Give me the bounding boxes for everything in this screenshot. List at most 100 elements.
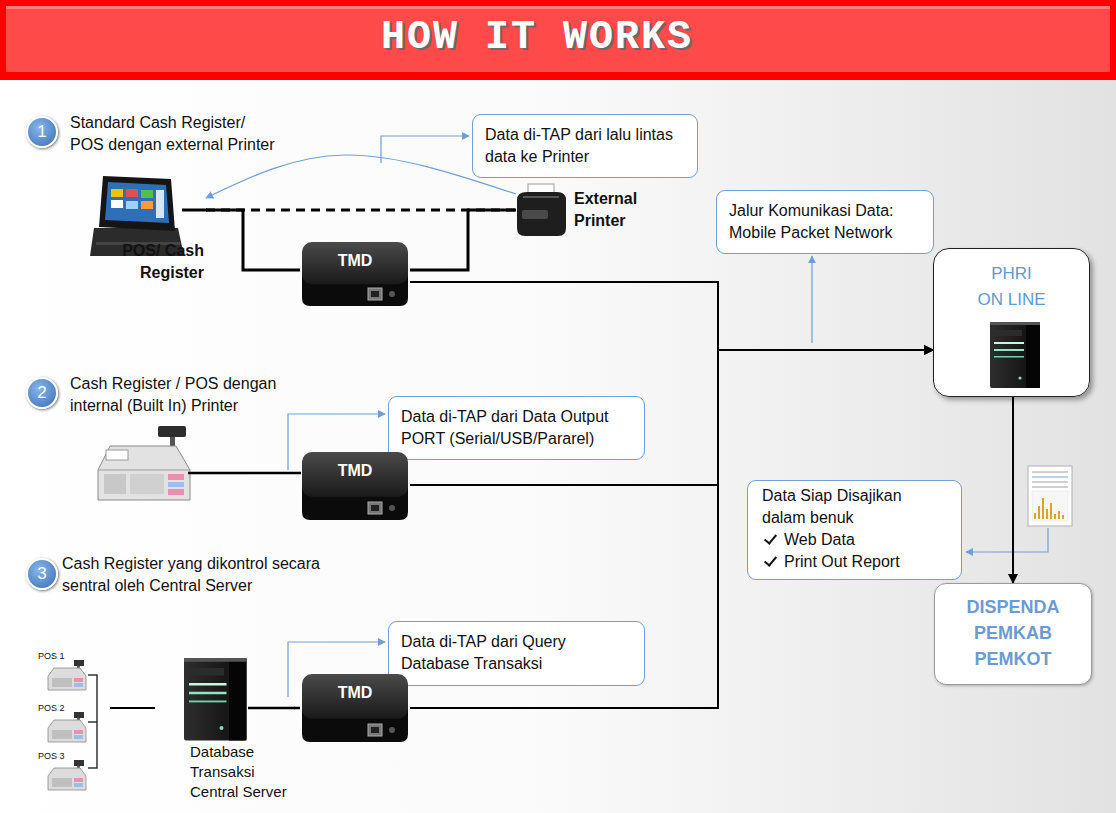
tap-device: TMD (300, 450, 410, 522)
node-text: DISPENDA PEMKAB PEMKOT (953, 594, 1073, 672)
node-text: TMD (300, 672, 410, 702)
node-text: 1 (28, 118, 56, 146)
pos-terminal-art (141, 201, 153, 209)
pos-terminal-art (111, 200, 123, 208)
title-banner (0, 0, 1116, 80)
device-body (368, 724, 382, 736)
pos-terminal-art (126, 189, 138, 197)
node-text: TMD (300, 450, 410, 480)
cash-register-art (130, 474, 164, 494)
node-text: POS/ Cash Register (88, 240, 204, 284)
external-printer: External Printer (516, 182, 642, 238)
node-text: Data Siap Disajikan dalam benuk (762, 485, 932, 529)
pos-terminal-art (111, 189, 123, 197)
device-body (371, 505, 379, 511)
device-body (389, 505, 395, 511)
cash-register-art (158, 426, 186, 437)
device-body (300, 240, 410, 308)
cash-register-art (168, 474, 184, 480)
report-chart-art (1032, 476, 1068, 478)
server-art-online (990, 322, 1040, 388)
ground (0, 80, 1116, 813)
device-label: POS 2 (38, 703, 82, 714)
cash-register-art (106, 450, 128, 460)
report-chart-art (1035, 498, 1063, 519)
report-chart-art (1028, 466, 1072, 526)
output-box: Data Siap Disajikan dalam benukWeb DataP… (747, 480, 962, 580)
bracket-wire (110, 707, 155, 709)
database-server-art (184, 658, 247, 741)
cash-register-art (168, 482, 184, 487)
device-body (371, 727, 379, 733)
report-chart-art (1028, 466, 1072, 526)
tap-device: TMD (300, 672, 410, 744)
pos-terminal: POS/ Cash Register (88, 172, 206, 286)
node-text: TMD (300, 240, 410, 270)
server-box: PHRI ON LINE (933, 248, 1090, 397)
pos-terminal-art (99, 176, 175, 231)
bracket-wire (88, 675, 155, 768)
device-body (371, 291, 379, 297)
leader-line (966, 528, 1048, 552)
title-banner (0, 0, 1116, 80)
callout-number: 2 (26, 377, 58, 409)
report-chart-art (1032, 486, 1068, 488)
device-body (368, 502, 382, 514)
cash-register-art (104, 474, 126, 494)
data-cable (410, 210, 516, 270)
printer-art (522, 210, 548, 219)
server-art-online (990, 322, 1040, 388)
callout-box: Data di-TAP dari Query Database Transaks… (388, 621, 645, 686)
case-label: Standard Cash Register/ POS dengan exter… (70, 112, 278, 156)
device-body (300, 672, 410, 744)
printer-art (517, 184, 566, 236)
callout-number: 1 (26, 116, 58, 148)
bracket-wire (88, 675, 97, 768)
device-label: POS 1 (38, 651, 82, 662)
node-text: PHRI ON LINE (977, 261, 1047, 313)
printer-art (517, 192, 566, 236)
node-text: Database Transaksi Central Server (190, 742, 290, 802)
mini-cash-registers (48, 760, 86, 790)
device-wire (248, 707, 295, 710)
check-item: Web Data (784, 529, 949, 551)
node-text: Data di-TAP dari Data Output PORT (Seria… (401, 406, 632, 450)
node-text: 2 (28, 379, 56, 407)
node-text: Data di-TAP dari lalu lintas data ke Pri… (485, 124, 685, 168)
node-text: Jalur Komunikasi Data: Mobile Packet Net… (729, 200, 921, 244)
mini-cash-registers (48, 712, 86, 742)
device-wire (182, 209, 207, 212)
ground (0, 80, 1116, 813)
mini-cash-registers (48, 660, 86, 690)
cash-register-art (168, 489, 184, 495)
callout-box: Data di-TAP dari Data Output PORT (Seria… (388, 396, 645, 460)
report-link (1012, 397, 1014, 583)
callout-box: Data di-TAP dari lalu lintas data ke Pri… (472, 114, 698, 178)
leader-line (811, 256, 812, 343)
callout-number: 3 (26, 558, 58, 590)
database-server-art (184, 658, 247, 741)
data-cable (206, 210, 300, 270)
title-banner (6, 6, 1110, 9)
case-label: Cash Register yang dikontrol secara sent… (62, 553, 326, 597)
callout-box: Jalur Komunikasi Data: Mobile Packet Net… (716, 190, 934, 254)
report-chart-art (1032, 491, 1068, 521)
node-text: External Printer (574, 188, 642, 232)
print-flow-arrow (206, 155, 516, 198)
phri-box-ground (933, 248, 1090, 397)
database-server: Database Transaksi Central Server (176, 652, 294, 802)
node-text: 3 (28, 560, 56, 588)
report-chart-art (1032, 481, 1068, 483)
pos-terminal-art (105, 182, 169, 223)
printer-art (523, 196, 559, 198)
data-cable (294, 707, 300, 710)
device-label: POS 3 (38, 751, 82, 762)
case-label: Cash Register / POS dengan internal (Bui… (70, 373, 282, 417)
device-body (389, 291, 395, 297)
pos-terminal-art (126, 201, 138, 209)
page-title: HOW IT WORKS (0, 0, 1074, 78)
device-body (300, 450, 410, 522)
device-body (368, 288, 382, 300)
